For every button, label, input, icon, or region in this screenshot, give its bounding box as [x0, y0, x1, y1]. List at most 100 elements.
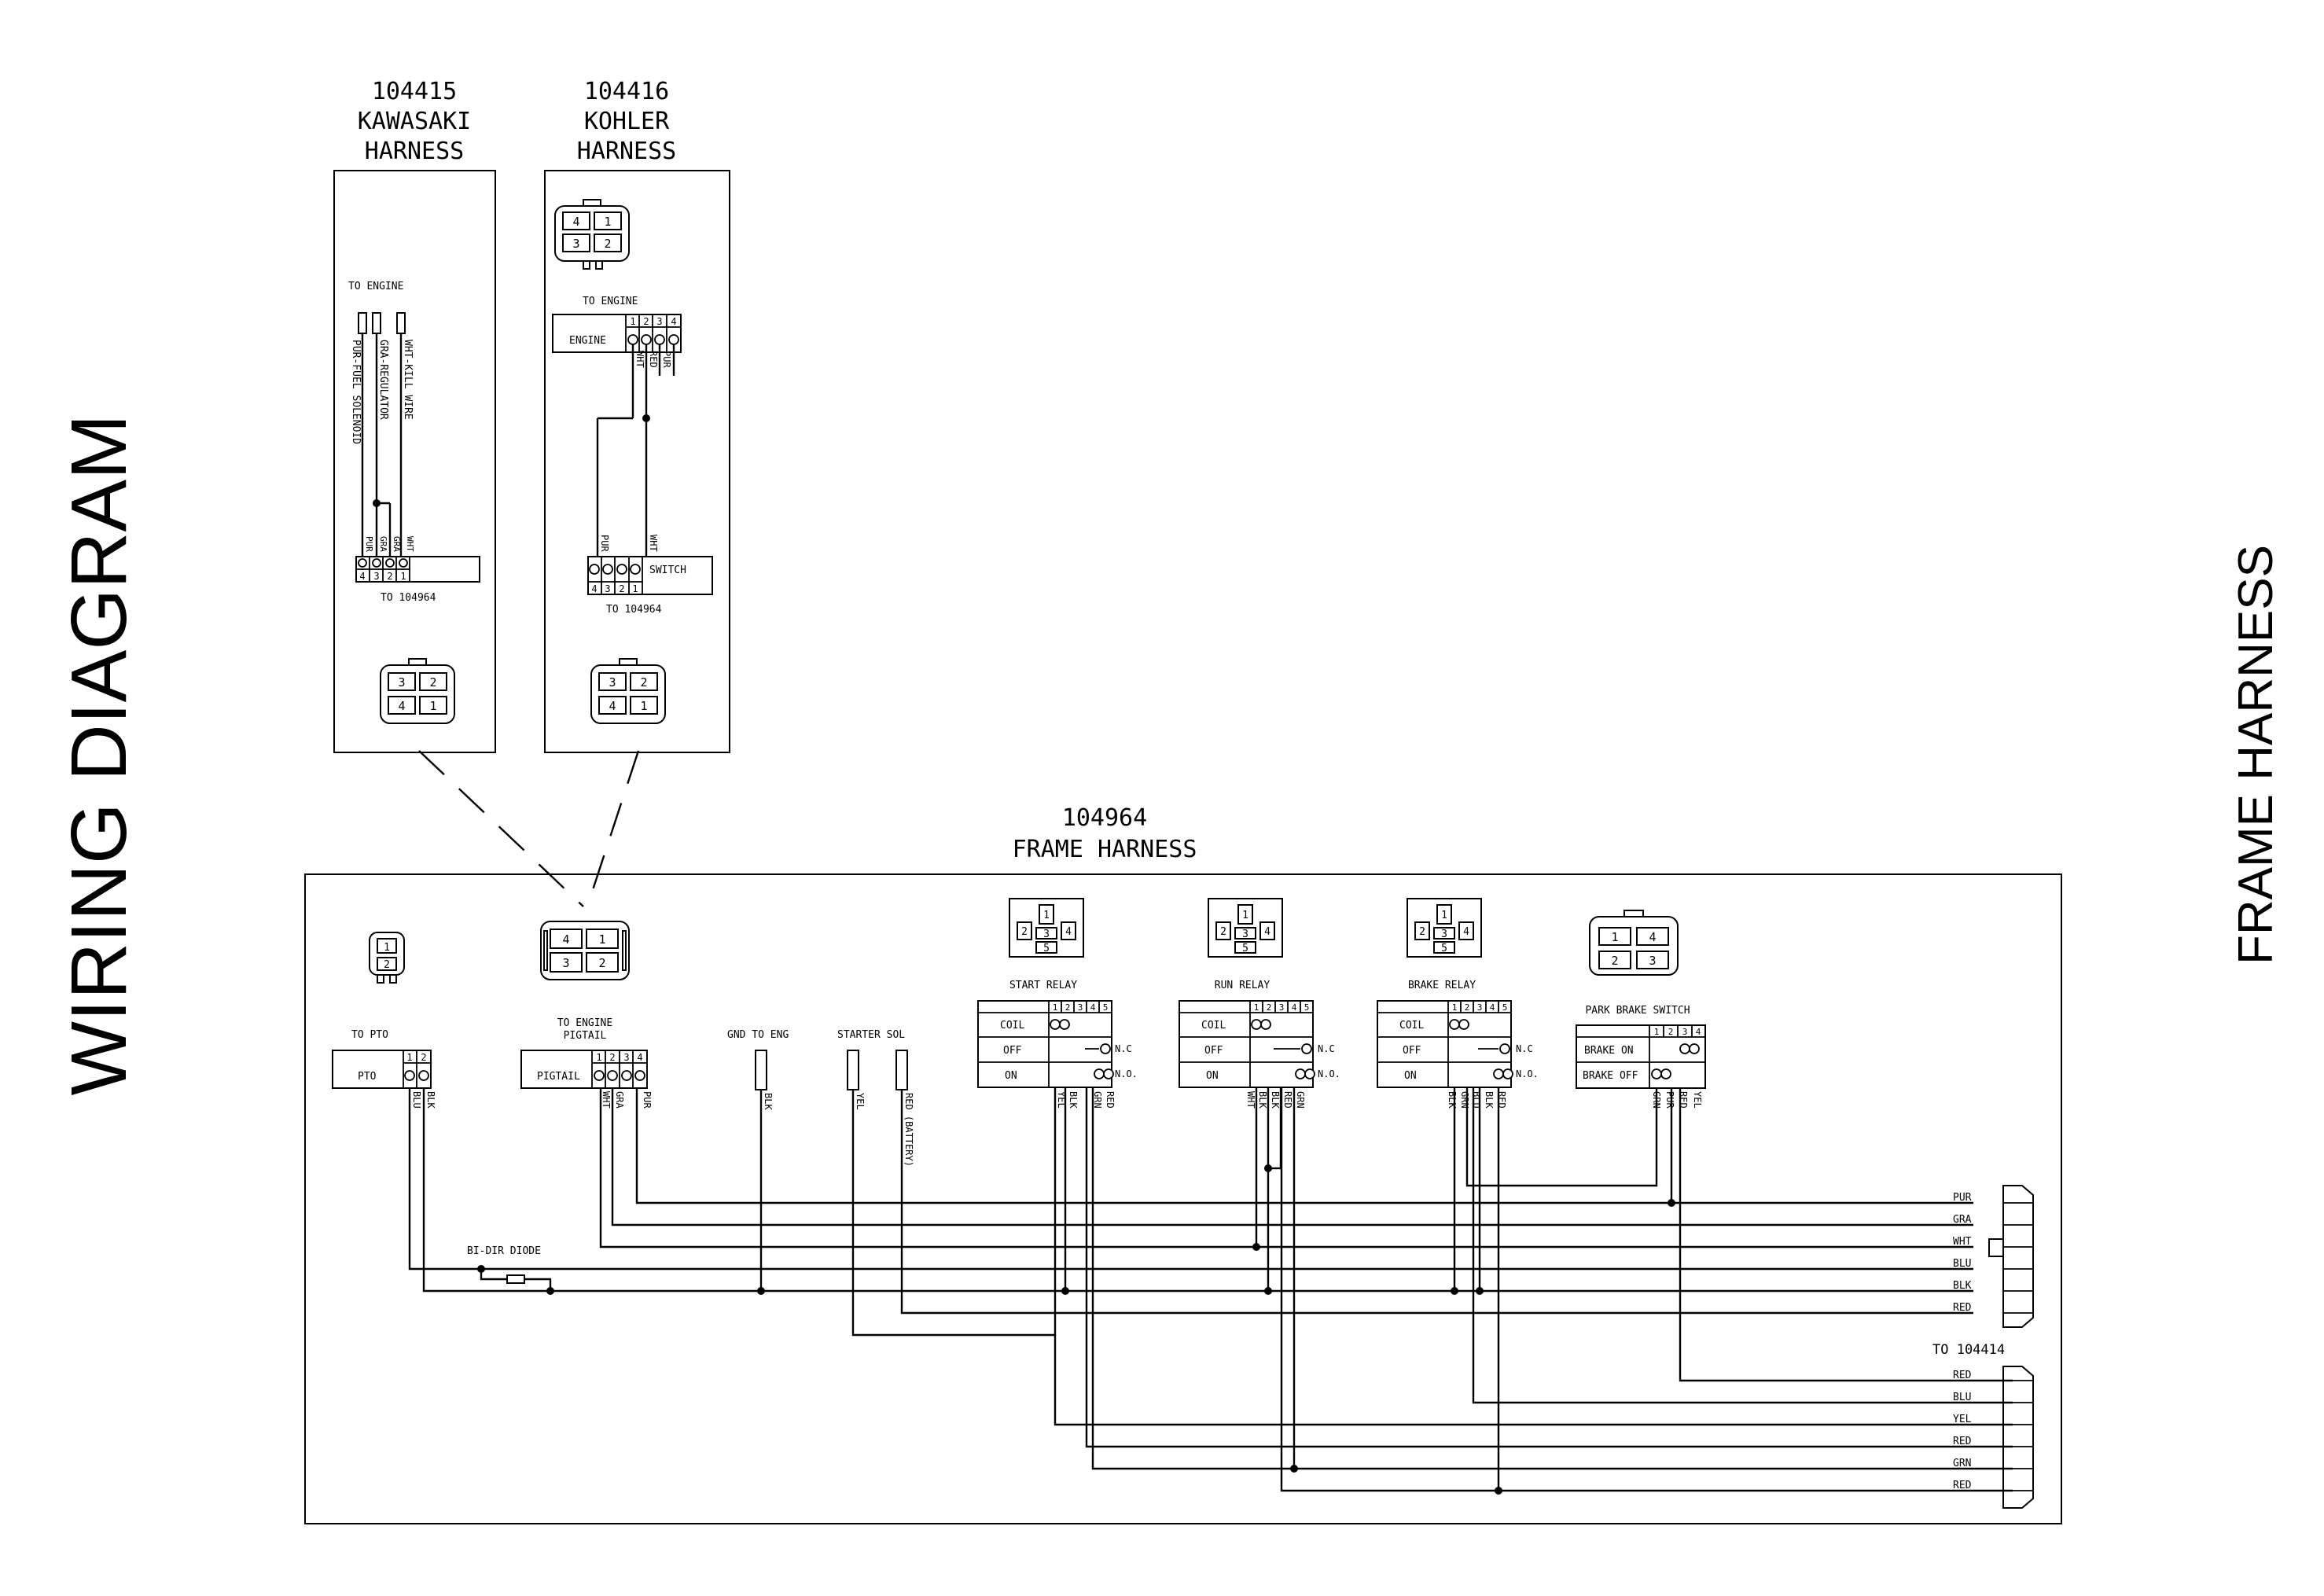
kohler-to-engine: TO ENGINE [583, 296, 638, 307]
start-relay-connector [977, 1000, 1112, 1088]
svg-text:COIL: COIL [1201, 1020, 1226, 1032]
svg-text:PUR: PUR [642, 1091, 653, 1109]
svg-text:4: 4 [1264, 926, 1270, 938]
frame-part-number: 104964 [1062, 804, 1147, 832]
svg-text:1: 1 [406, 1052, 412, 1063]
svg-text:YEL: YEL [1692, 1091, 1703, 1109]
svg-text:3: 3 [1078, 1002, 1083, 1013]
kohler-engine-connector [552, 314, 682, 353]
svg-text:RED: RED [1953, 1480, 1972, 1491]
svg-text:RED: RED [1953, 1436, 1972, 1447]
svg-text:3: 3 [572, 237, 579, 251]
svg-text:5: 5 [1103, 1002, 1109, 1013]
kawasaki-panel [333, 170, 496, 753]
kawasaki-conn-label-1: PUR [364, 536, 374, 552]
svg-text:1: 1 [1053, 1002, 1058, 1013]
svg-text:1: 1 [640, 699, 647, 713]
svg-text:BLK: BLK [763, 1093, 774, 1110]
park-brake-title: PARK BRAKE SWITCH [1585, 1005, 1690, 1017]
svg-text:1: 1 [1441, 910, 1447, 921]
svg-text:3: 3 [562, 956, 569, 970]
svg-text:BRAKE ON: BRAKE ON [1584, 1045, 1634, 1057]
svg-text:3: 3 [609, 675, 616, 690]
run-relay-connector [1179, 1000, 1314, 1088]
run-relay-plug: 1 2 3 4 5 [1208, 898, 1283, 958]
svg-text:RED (BATTERY): RED (BATTERY) [903, 1093, 914, 1167]
svg-text:5: 5 [1242, 943, 1248, 954]
kawasaki-pin: 3 [373, 571, 379, 582]
kawasaki-part-number: 104415 [372, 78, 457, 105]
svg-text:N.O.: N.O. [1115, 1068, 1138, 1079]
kohler-top-plug: 4 1 3 2 [554, 199, 630, 270]
svg-text:4: 4 [1696, 1027, 1701, 1037]
svg-text:BLU: BLU [1953, 1258, 1971, 1270]
svg-text:BLU: BLU [1953, 1392, 1971, 1403]
svg-text:3: 3 [623, 1052, 629, 1063]
kohler-engine-label: ENGINE [569, 335, 606, 347]
pto-connector [332, 1050, 432, 1089]
svg-text:3: 3 [1242, 929, 1248, 940]
kawasaki-plug: 3 2 4 1 [380, 658, 455, 724]
start-relay-title: START RELAY [1009, 980, 1077, 991]
svg-text:4: 4 [562, 932, 569, 947]
brake-relay-plug: 1 2 3 4 5 [1407, 898, 1482, 958]
kawasaki-conn-label-3: GRA [392, 536, 402, 552]
kawasaki-to-engine: TO ENGINE [348, 281, 403, 292]
svg-text:2: 2 [429, 675, 436, 690]
lower-right-connector: RED BLU YEL RED GRN RED [1953, 1366, 2034, 1509]
svg-text:PUR: PUR [1953, 1192, 1972, 1204]
svg-text:BLU: BLU [411, 1091, 422, 1109]
svg-text:WHT: WHT [1245, 1091, 1256, 1109]
kohler-switch-label: SWITCH [649, 564, 686, 576]
kohler-switch-connector [587, 556, 713, 595]
kohler-engine-wire: PUR [661, 351, 672, 368]
gnd-label: GND TO ENG [727, 1029, 789, 1041]
svg-text:5: 5 [1304, 1002, 1310, 1013]
svg-text:OFF: OFF [1204, 1045, 1223, 1057]
svg-text:RED: RED [1282, 1091, 1293, 1109]
park-brake-plug: 1 4 2 3 [1589, 910, 1679, 976]
run-relay-title: RUN RELAY [1215, 980, 1270, 991]
starter-terminal-yel [847, 1050, 859, 1090]
kawasaki-wire-wht: WHT-KILL WIRE [402, 340, 414, 420]
svg-text:ON: ON [1005, 1070, 1017, 1082]
svg-text:2: 2 [421, 1052, 426, 1063]
svg-text:GRN: GRN [1092, 1091, 1103, 1109]
svg-text:5: 5 [1502, 1002, 1508, 1013]
svg-text:4: 4 [1065, 926, 1072, 938]
svg-text:N.C: N.C [1115, 1043, 1132, 1054]
pto-to-label: TO PTO [351, 1029, 388, 1041]
svg-text:RED: RED [1953, 1302, 1972, 1314]
svg-text:3: 3 [1043, 929, 1050, 940]
starter-terminal-red [895, 1050, 908, 1090]
svg-text:GRA: GRA [614, 1091, 625, 1109]
svg-text:1: 1 [632, 583, 638, 594]
svg-text:BLK: BLK [1068, 1091, 1079, 1109]
svg-text:2: 2 [1267, 1002, 1272, 1013]
svg-text:3: 3 [1441, 929, 1447, 940]
svg-text:BLK: BLK [425, 1091, 436, 1109]
kawasaki-to-frame: TO 104964 [381, 592, 436, 604]
svg-text:YEL: YEL [1953, 1414, 1972, 1425]
svg-text:1: 1 [1611, 930, 1618, 944]
svg-text:2: 2 [619, 583, 624, 594]
svg-text:4: 4 [637, 1052, 642, 1063]
svg-text:2: 2 [609, 1052, 615, 1063]
svg-text:WHT: WHT [601, 1091, 612, 1109]
svg-text:1: 1 [429, 699, 436, 713]
svg-text:4: 4 [1090, 1002, 1096, 1013]
svg-text:2: 2 [643, 316, 649, 327]
diode-label: BI-DIR DIODE [467, 1245, 541, 1257]
svg-text:3: 3 [1649, 954, 1656, 968]
lower-conn-to: TO 104414 [1932, 1342, 2005, 1358]
kohler-plug: 3 2 4 1 [590, 658, 666, 724]
kawasaki-harness-label: HARNESS [365, 138, 464, 165]
svg-text:4: 4 [1649, 930, 1656, 944]
kawasaki-wire-pur: PUR-FUEL SOLENOID [350, 340, 362, 444]
svg-text:4: 4 [398, 699, 405, 713]
svg-text:OFF: OFF [1403, 1045, 1421, 1057]
svg-text:2: 2 [1021, 926, 1028, 938]
kohler-switch-wire: PUR [599, 535, 610, 552]
kawasaki-conn-label-2: GRA [378, 536, 388, 552]
kawasaki-harness: 104415 KAWASAKI HARNESS TO ENGINE PUR-FU… [333, 78, 496, 753]
